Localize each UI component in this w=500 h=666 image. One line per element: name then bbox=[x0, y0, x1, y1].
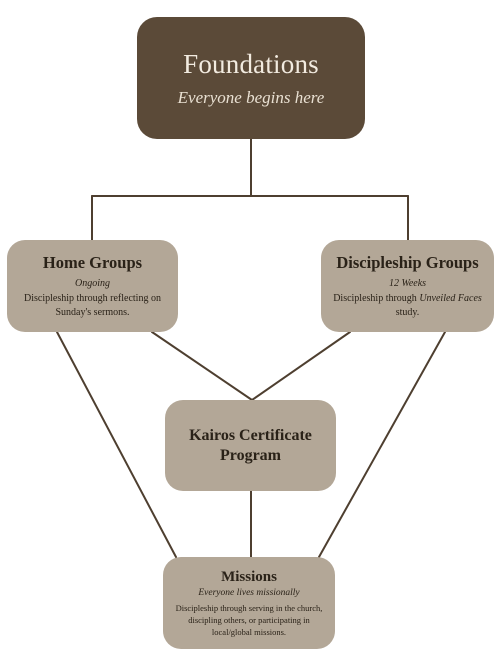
discipleship-groups-title: Discipleship Groups bbox=[336, 252, 479, 272]
discipleship-desc-study-name: Unveiled Faces bbox=[419, 292, 482, 304]
connector-home-to-missions bbox=[56, 331, 177, 558]
discipleship-desc-pre: Discipleship through bbox=[333, 292, 420, 304]
discipleship-groups-box: Discipleship Groups 12 Weeks Discipleshi… bbox=[321, 240, 494, 332]
home-groups-description: Discipleship through reflecting on Sunda… bbox=[24, 292, 161, 318]
missions-box: Missions Everyone lives missionally Disc… bbox=[163, 557, 335, 649]
missions-description: Discipleship through serving in the chur… bbox=[175, 603, 323, 637]
connector-home-to-kairos bbox=[151, 331, 253, 401]
kairos-title: Kairos Certificate Program bbox=[189, 426, 312, 464]
foundations-subtitle: Everyone begins here bbox=[177, 88, 325, 107]
discipleship-groups-description: Discipleship through Unveiled Faces stud… bbox=[321, 292, 494, 320]
home-groups-title: Home Groups bbox=[42, 252, 143, 272]
home-groups-box: Home Groups Ongoing Discipleship through… bbox=[7, 240, 178, 332]
foundations-title: Foundations bbox=[183, 49, 319, 79]
connector-discipleship-to-kairos bbox=[251, 331, 351, 401]
discipleship-desc-post: study. bbox=[395, 306, 420, 318]
missions-tag: Everyone lives missionally bbox=[198, 588, 300, 598]
connector-discipleship-to-missions bbox=[318, 331, 446, 558]
foundations-box: Foundations Everyone begins here bbox=[137, 17, 365, 139]
missions-title: Missions bbox=[221, 569, 277, 585]
discipleship-groups-tag: 12 Weeks bbox=[388, 277, 427, 289]
home-groups-tag: Ongoing bbox=[75, 277, 110, 289]
kairos-box: Kairos Certificate Program bbox=[165, 400, 336, 491]
